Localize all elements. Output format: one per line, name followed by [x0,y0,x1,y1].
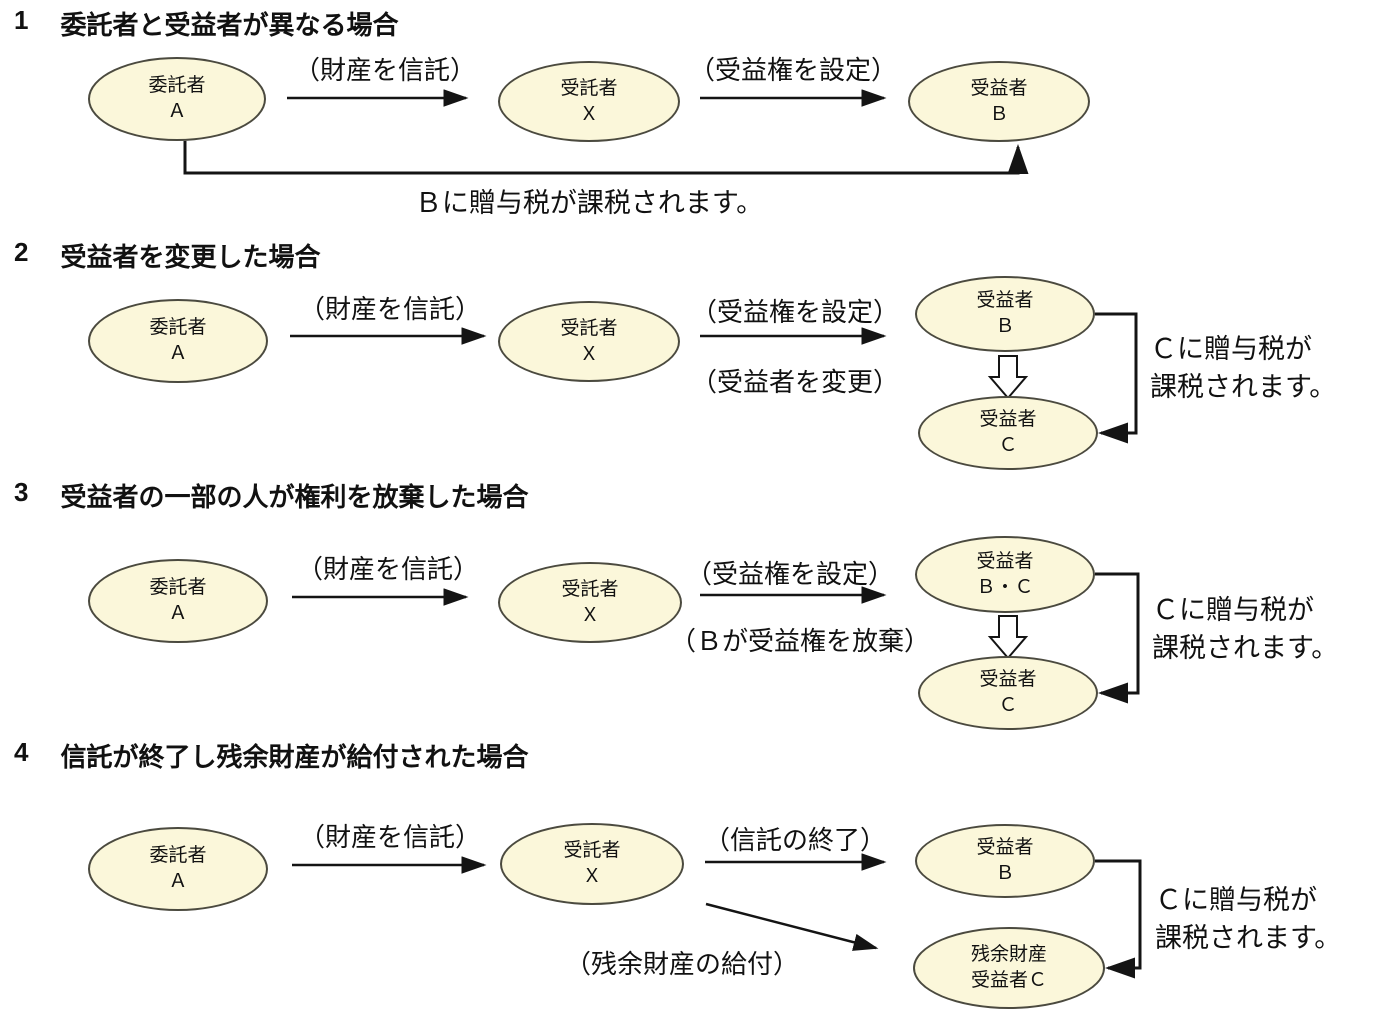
s2-entrust-label: （財産を信託） [298,295,482,324]
s1-trustee-ellipse: 受託者 Ｘ [498,61,680,142]
s2-beneficiary-b-ellipse: 受益者 Ｂ [915,276,1095,352]
s1-trustee-letter: Ｘ [579,103,599,125]
s3-trustee-ellipse: 受託者 Ｘ [498,562,682,643]
s3-trustee-letter: Ｘ [580,604,600,626]
s1-settlor-role: 委託者 [148,75,206,97]
s1-beneficiary-ellipse: 受益者 Ｂ [908,61,1090,142]
s3-beneficiary-c-role: 受益者 [979,669,1037,691]
s4-residual-beneficiary-line1: 残余財産 [970,944,1047,966]
s2-beneficiary-b-letter: Ｂ [995,316,1015,337]
section-3-title: 受益者の一部の人が権利を放棄した場合 [60,482,529,512]
s2-beneficiary-c-letter: Ｃ [998,435,1018,456]
s1-beneficiary-letter: Ｂ [989,103,1009,125]
s4-gift-tax-bracket [1095,859,1142,979]
section-3-number: 3 [14,477,29,507]
s3-waive-right-label: （Ｂが受益権を放棄） [669,627,931,656]
s1-trustee-role: 受託者 [560,77,618,99]
s3-settlor-letter: Ａ [168,603,188,624]
s3-beneficiary-c-letter: Ｃ [998,695,1018,716]
s3-beneficiary-bc-letters: Ｂ・Ｃ [976,576,1034,598]
section-4-number: 4 [14,737,29,767]
s4-trustee-ellipse: 受託者 Ｘ [500,823,684,905]
s3-beneficiary-c-ellipse: 受益者 Ｃ [918,656,1098,730]
section-2-heading: 2 受益者を変更した場合 [14,237,320,274]
s4-residual-beneficiary-ellipse: 残余財産 受益者Ｃ [913,927,1105,1009]
s1-settlor-letter: Ａ [167,101,187,122]
s1-gift-tax-arrow [183,141,1029,175]
s4-beneficiary-b-letter: Ｂ [995,863,1015,884]
s2-trustee-role: 受託者 [560,317,618,339]
s4-settlor-letter: Ａ [168,871,188,892]
s4-gift-tax-note-line1: Ｃに贈与税が [1155,885,1317,915]
s2-settlor-ellipse: 委託者 Ａ [88,299,268,383]
s2-beneficiary-b-role: 受益者 [976,290,1034,312]
s2-settlor-role: 委託者 [149,317,207,339]
s3-beneficiary-bc-role: 受益者 [976,550,1034,572]
s3-settlor-role: 委託者 [149,577,207,599]
s4-settlor-role: 委託者 [149,845,207,867]
section-3-heading: 3 受益者の一部の人が権利を放棄した場合 [14,477,528,514]
s1-entrust-label: （財産を信託） [293,56,477,85]
section-1-title: 委託者と受益者が異なる場合 [60,10,399,40]
s4-beneficiary-b-ellipse: 受益者 Ｂ [915,824,1095,898]
s2-set-right-label: （受益権を設定） [690,298,900,327]
s2-gift-tax-note-line1: Ｃに贈与税が [1150,334,1312,364]
s4-residual-beneficiary-line2: 受益者Ｃ [970,970,1047,991]
s3-gift-tax-note-line2: 課税されます。 [1152,633,1339,663]
s3-set-right-label: （受益権を設定） [685,560,895,589]
s3-settlor-ellipse: 委託者 Ａ [88,559,268,643]
s4-residual-label: （残余財産の給付） [564,950,800,979]
s4-gift-tax-note-line2: 課税されます。 [1155,923,1342,953]
s4-entrust-label: （財産を信託） [298,823,482,852]
s2-trustee-letter: Ｘ [579,343,599,365]
s3-beneficiary-bc-ellipse: 受益者 Ｂ・Ｃ [915,536,1095,613]
s3-gift-tax-bracket [1095,572,1140,704]
s4-trust-end-label: （信託の終了） [703,826,887,855]
s2-beneficiary-c-role: 受益者 [979,409,1037,431]
section-1-heading: 1 委託者と受益者が異なる場合 [14,5,398,42]
s2-block-arrow-down-icon [987,355,1029,400]
s2-gift-tax-bracket [1095,312,1138,444]
s1-set-right-label: （受益権を設定） [688,56,898,85]
section-4-heading: 4 信託が終了し残余財産が給付された場合 [14,737,528,774]
s4-trustee-role: 受託者 [563,840,621,862]
s2-gift-tax-note-line2: 課税されます。 [1150,372,1337,402]
section-1-number: 1 [14,5,29,35]
s1-beneficiary-role: 受益者 [970,77,1028,99]
s4-trustee-letter: Ｘ [582,866,602,887]
section-4-title: 信託が終了し残余財産が給付された場合 [60,742,529,772]
section-2-title: 受益者を変更した場合 [60,242,321,272]
s3-entrust-label: （財産を信託） [296,555,480,584]
s2-trustee-ellipse: 受託者 Ｘ [498,301,680,382]
s1-gift-tax-note: Ｂに贈与税が課税されます。 [414,188,764,218]
s2-beneficiary-c-ellipse: 受益者 Ｃ [918,396,1098,470]
s4-beneficiary-b-role: 受益者 [976,837,1034,859]
s4-residual-arrow [705,902,879,951]
s2-change-beneficiary-label: （受益者を変更） [690,368,900,397]
section-2-number: 2 [14,237,29,267]
s4-settlor-ellipse: 委託者 Ａ [88,827,268,911]
s2-settlor-letter: Ａ [168,343,188,364]
s1-settlor-ellipse: 委託者 Ａ [88,57,266,141]
s3-block-arrow-down-icon [987,615,1029,660]
s3-gift-tax-note-line1: Ｃに贈与税が [1152,595,1314,625]
s3-trustee-role: 受託者 [561,578,619,600]
